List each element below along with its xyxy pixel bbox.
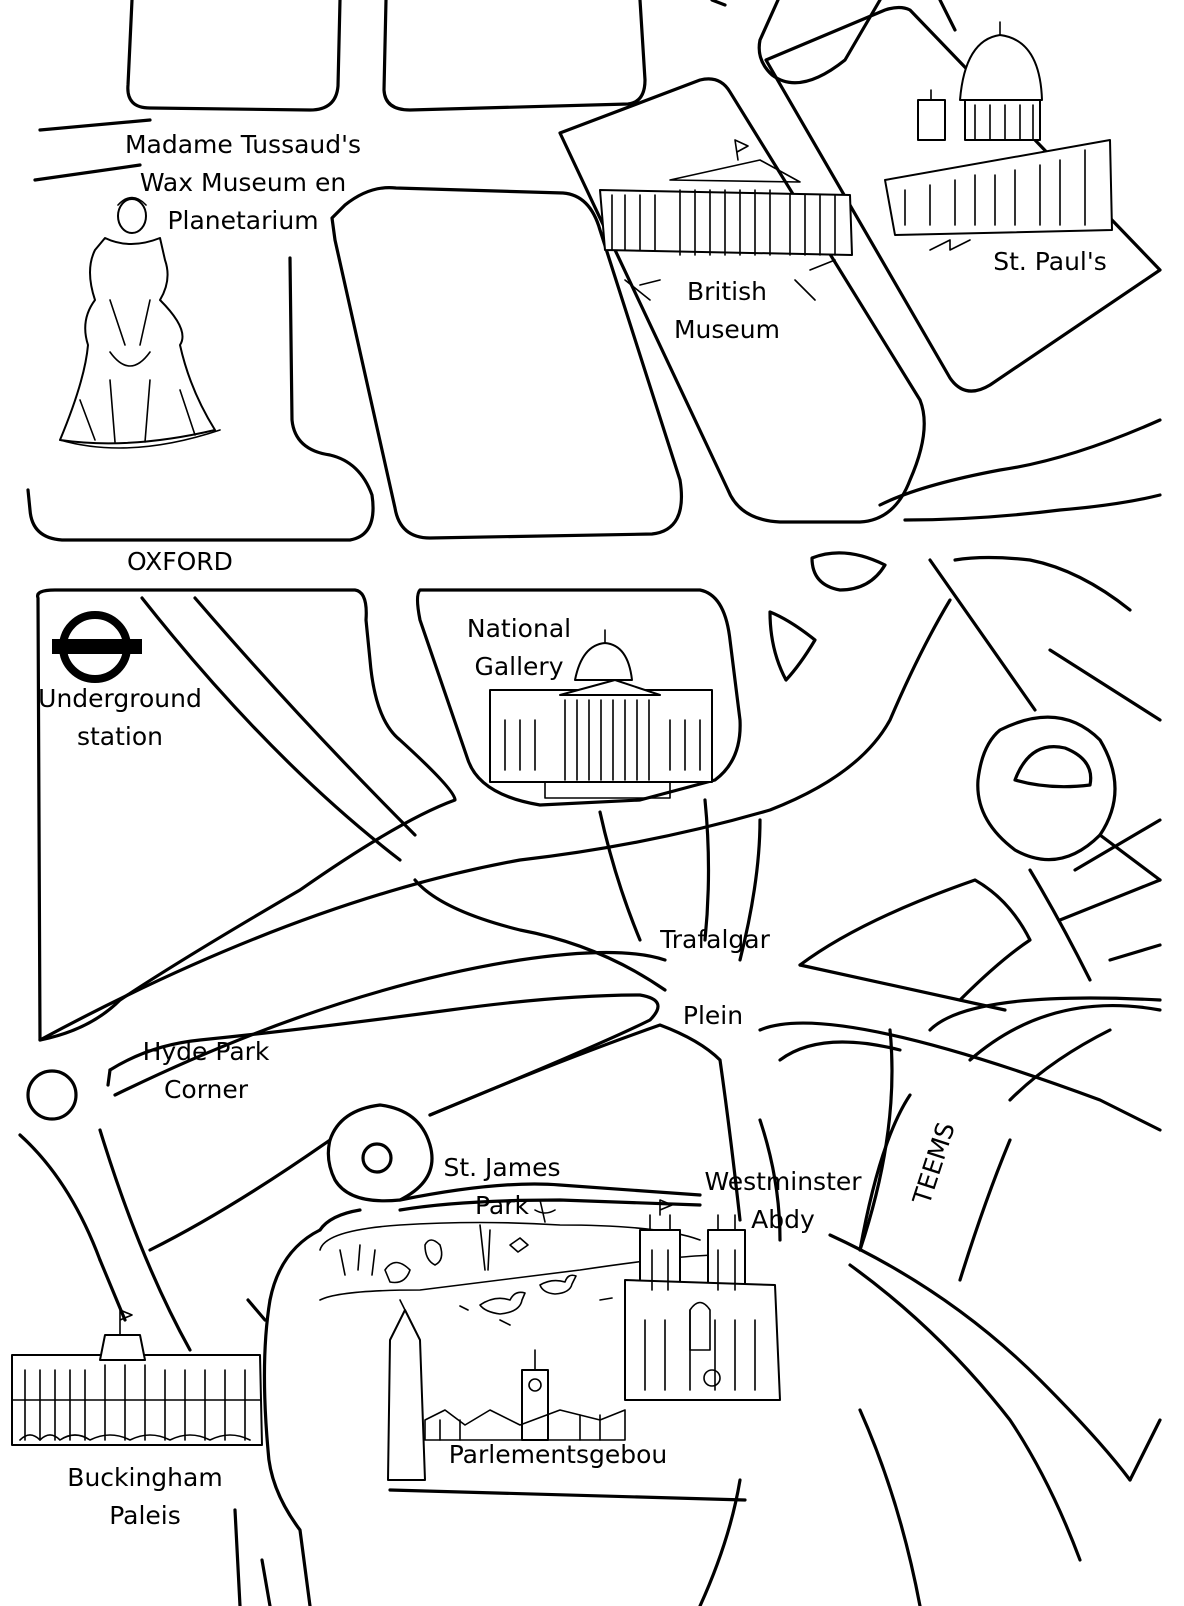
british-museum-building-icon	[599, 139, 853, 301]
westminster-abbey-icon	[624, 1199, 781, 1401]
label-trafalgar: Trafalgar	[659, 925, 770, 954]
st-james-park-pond	[319, 1221, 721, 1301]
label-madame-tussauds: Madame Tussaud's	[125, 130, 361, 159]
map-labels: Madame Tussaud's Wax Museum en Planetari…	[38, 130, 1107, 1530]
label-st-james: St. James	[443, 1153, 560, 1182]
parliament-building-icon	[387, 1299, 626, 1481]
label-national: National	[467, 614, 571, 643]
national-gallery-building-icon	[489, 629, 713, 799]
label-hyde-park: Hyde Park	[143, 1037, 270, 1066]
underground-roundel-icon	[52, 611, 142, 683]
label-st-pauls: St. Paul's	[993, 247, 1107, 276]
road-network	[18, 0, 1162, 1606]
label-westminster: Westminster	[704, 1167, 862, 1196]
label-underground: Underground	[38, 684, 202, 713]
label-park: Park	[475, 1191, 530, 1220]
label-gallery: Gallery	[474, 652, 563, 681]
label-paleis: Paleis	[109, 1501, 181, 1530]
label-corner: Corner	[164, 1075, 249, 1104]
label-teems: TEEMS	[907, 1119, 961, 1209]
label-plein: Plein	[683, 1001, 743, 1030]
label-oxford: OXFORD	[127, 547, 233, 576]
wax-figure-icon	[59, 196, 221, 449]
label-station: station	[77, 722, 163, 751]
label-wax-museum: Wax Museum en	[140, 168, 346, 197]
label-buckingham: Buckingham	[67, 1463, 222, 1492]
label-planetarium: Planetarium	[167, 206, 318, 235]
duck-icon	[459, 1199, 613, 1326]
st-pauls-cathedral-icon	[884, 21, 1113, 251]
label-museum: Museum	[674, 315, 780, 344]
label-abdy: Abdy	[751, 1205, 815, 1234]
label-british: British	[687, 277, 767, 306]
buckingham-palace-icon	[11, 1309, 263, 1446]
label-parlementsgebou: Parlementsgebou	[449, 1440, 668, 1469]
